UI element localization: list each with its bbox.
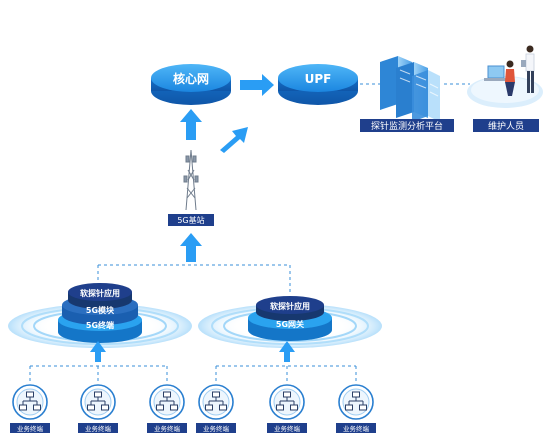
- arrow-core-to-upf: [240, 74, 274, 96]
- right-stack-app-label: 软探针应用: [270, 301, 310, 311]
- terminal-label: 业务终端: [203, 424, 230, 433]
- core-network-label: 核心网: [173, 71, 209, 86]
- terminal-label: 业务终端: [343, 424, 370, 433]
- upf-node: UPF: [278, 64, 358, 105]
- left-stack-terminal-label: 5G终端: [86, 320, 114, 330]
- staff-label: 维护人员: [488, 120, 524, 132]
- terminal-node: 业务终端: [78, 384, 118, 433]
- core-network-node: 核心网: [151, 64, 231, 105]
- aggregation-link: [97, 264, 291, 292]
- network-terminal-icon: [198, 384, 234, 420]
- terminal-label: 业务终端: [154, 424, 181, 433]
- terminal-label-bg: [147, 423, 187, 433]
- terminal-node: 业务终端: [336, 384, 376, 433]
- arrow-to-right-stack: [279, 341, 295, 362]
- staff-label-bg: [473, 119, 539, 132]
- terminal-label-bg: [10, 423, 50, 433]
- terminals-row: 业务终端 业务终端 业务终端 业务终端 业务终端 业务终端: [10, 384, 376, 433]
- left-stack-app-label: 软探针应用: [80, 288, 120, 298]
- right-gateway-stack: 软探针应用 5G网关: [198, 296, 382, 348]
- platform-label: 探针监测分析平台: [371, 120, 443, 132]
- cell-tower-icon: [183, 149, 199, 211]
- right-stack-gateway-label: 5G网关: [276, 319, 304, 329]
- terminal-node: 业务终端: [267, 384, 307, 433]
- arrow-bs-to-upf: [220, 127, 248, 153]
- arrow-to-left-stack: [90, 341, 106, 362]
- terminal-label: 业务终端: [17, 424, 44, 433]
- terminal-label-bg: [336, 423, 376, 433]
- terminal-label: 业务终端: [85, 424, 112, 433]
- maintenance-staff-icon: [467, 45, 543, 108]
- terminal-node: 业务终端: [10, 384, 50, 433]
- network-terminal-icon: [269, 384, 305, 420]
- upf-label: UPF: [305, 72, 332, 86]
- base-station-label-bg: [168, 214, 214, 226]
- terminal-node: 业务终端: [196, 384, 236, 433]
- terminal-links-right: [215, 365, 357, 384]
- terminal-label-bg: [267, 423, 307, 433]
- left-stack-module-label: 5G模块: [86, 305, 115, 315]
- arrow-to-base-station: [180, 233, 202, 262]
- base-station-label: 5G基站: [177, 215, 204, 225]
- terminal-node: 业务终端: [147, 384, 187, 433]
- left-device-stack: 软探针应用 5G模块 5G终端: [8, 283, 192, 348]
- network-terminal-icon: [12, 384, 48, 420]
- network-terminal-icon: [149, 384, 185, 420]
- terminal-label-bg: [78, 423, 118, 433]
- terminal-label: 业务终端: [274, 424, 301, 433]
- platform-label-bg: [360, 119, 454, 132]
- server-rack-icon: [380, 56, 440, 122]
- terminal-label-bg: [196, 423, 236, 433]
- network-terminal-icon: [338, 384, 374, 420]
- terminal-links-left: [29, 365, 168, 384]
- arrow-bs-to-core: [180, 109, 202, 140]
- network-terminal-icon: [80, 384, 116, 420]
